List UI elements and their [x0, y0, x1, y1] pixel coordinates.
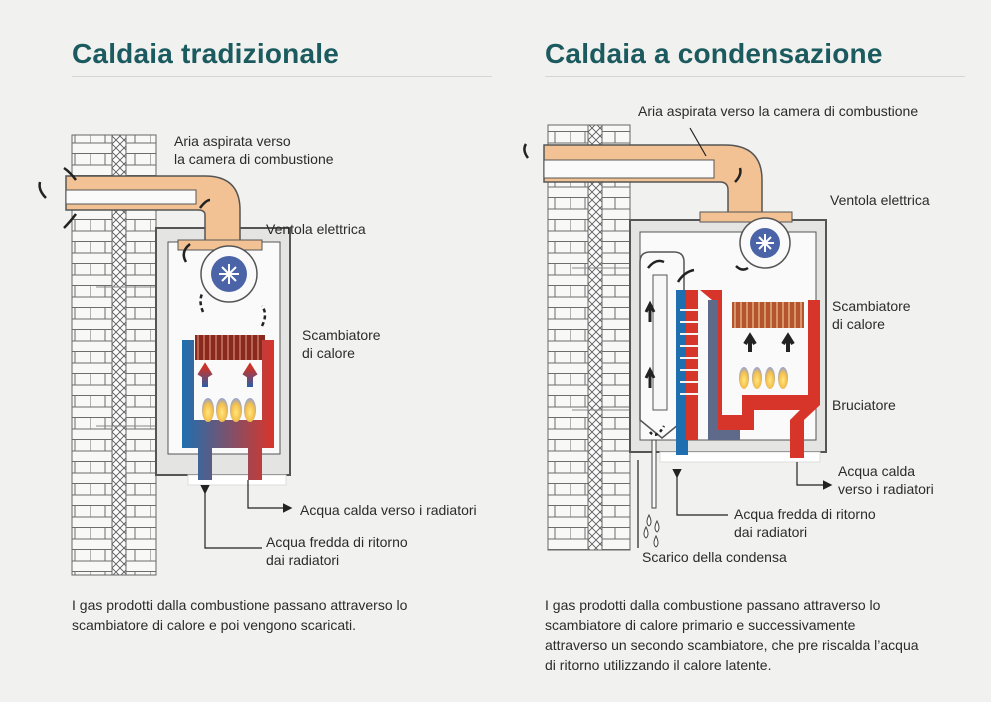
left-burner-flames — [202, 398, 256, 422]
right-water-loop — [700, 290, 820, 458]
right-wall — [547, 124, 631, 551]
right-secondary-exchanger — [639, 251, 700, 455]
right-caption: I gas prodotti dalla combustione passano… — [545, 597, 919, 673]
left-label-hot-water: Acqua calda verso i radiatori — [300, 502, 477, 518]
condensate-drops — [643, 439, 660, 548]
left-title-rule — [72, 76, 492, 77]
right-burner-flames — [739, 367, 788, 389]
right-label-condensate: Scarico della condensa — [642, 549, 787, 565]
left-exchanger — [195, 335, 265, 360]
right-fan — [739, 217, 791, 269]
left-label-fan: Ventola elettrica — [266, 221, 366, 237]
left-flue — [65, 175, 263, 251]
right-label-fan: Ventola elettrica — [830, 192, 930, 208]
left-leader-lines — [200, 480, 293, 549]
left-flow-arrows — [38, 166, 267, 327]
left-water-loop — [182, 340, 274, 480]
right-label-burner: Bruciatore — [832, 397, 896, 413]
right-flow-arrows — [523, 143, 749, 437]
left-title: Caldaia tradizionale — [72, 38, 339, 69]
left-heat-arrow — [197, 362, 213, 387]
right-label-air: Aria aspirata verso la camera di combust… — [638, 103, 919, 119]
left-fan — [200, 245, 258, 303]
right-title: Caldaia a condensazione — [545, 38, 883, 69]
right-leader-lines — [637, 127, 833, 548]
right-exchanger — [732, 302, 804, 328]
right-title-rule — [545, 76, 965, 77]
left-caption: I gas prodotti dalla combustione passano… — [72, 597, 408, 633]
right-flue — [543, 144, 793, 223]
